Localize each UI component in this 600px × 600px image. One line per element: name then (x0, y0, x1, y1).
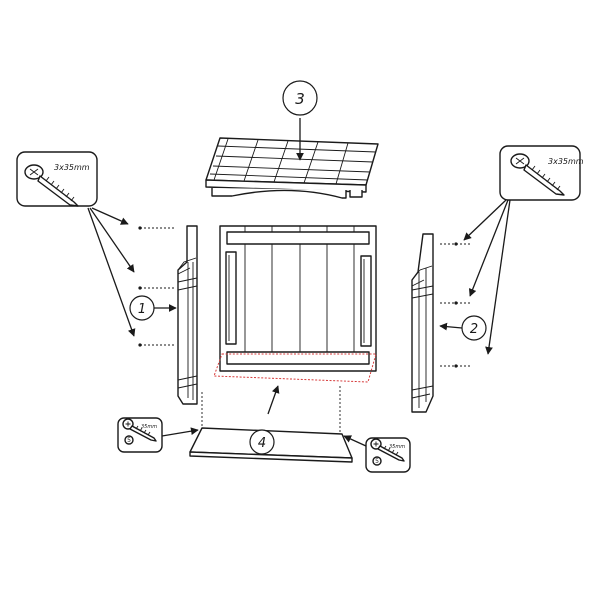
left-screw-arrows (87, 207, 136, 337)
right-screw-arrows (463, 199, 511, 355)
screw-label-right: 3x35mm (548, 157, 584, 166)
screw-box-bottom-left (117, 417, 163, 453)
callout-top-ring (282, 80, 318, 116)
bottom-right-screw-arrow (343, 435, 367, 447)
screw-box-bottom-right (365, 437, 411, 473)
side-right-arrow (439, 322, 463, 331)
left-screw-guides (138, 226, 176, 347)
screw-label-bottom-right: 35mm (389, 444, 405, 450)
callout-right-ring (461, 315, 487, 341)
callout-bottom: 4 (258, 436, 266, 451)
screw-label-left: 3x35mm (54, 163, 90, 172)
right-side-panel (411, 233, 434, 413)
callout-bottom-ring (249, 429, 275, 455)
callout-left-ring (129, 295, 155, 321)
center-frame (219, 225, 377, 372)
callout-left: 1 (138, 302, 146, 317)
callout-right: 2 (470, 322, 478, 337)
top-panel (205, 137, 379, 199)
screw-badge-bottom-right: 5 (375, 458, 379, 465)
screw-badge-bottom-left: 5 (127, 437, 131, 444)
screw-label-bottom-left: 35mm (141, 424, 157, 430)
left-side-panel (177, 225, 198, 405)
bottom-guides (201, 386, 341, 432)
screw-box-right (499, 145, 581, 201)
screw-box-left (16, 151, 98, 207)
bottom-up-arrow (267, 385, 280, 415)
bottom-left-screw-arrow (161, 427, 199, 437)
callout-top: 3 (295, 90, 305, 108)
right-screw-guides (440, 242, 470, 368)
highlight-outline (213, 353, 377, 383)
